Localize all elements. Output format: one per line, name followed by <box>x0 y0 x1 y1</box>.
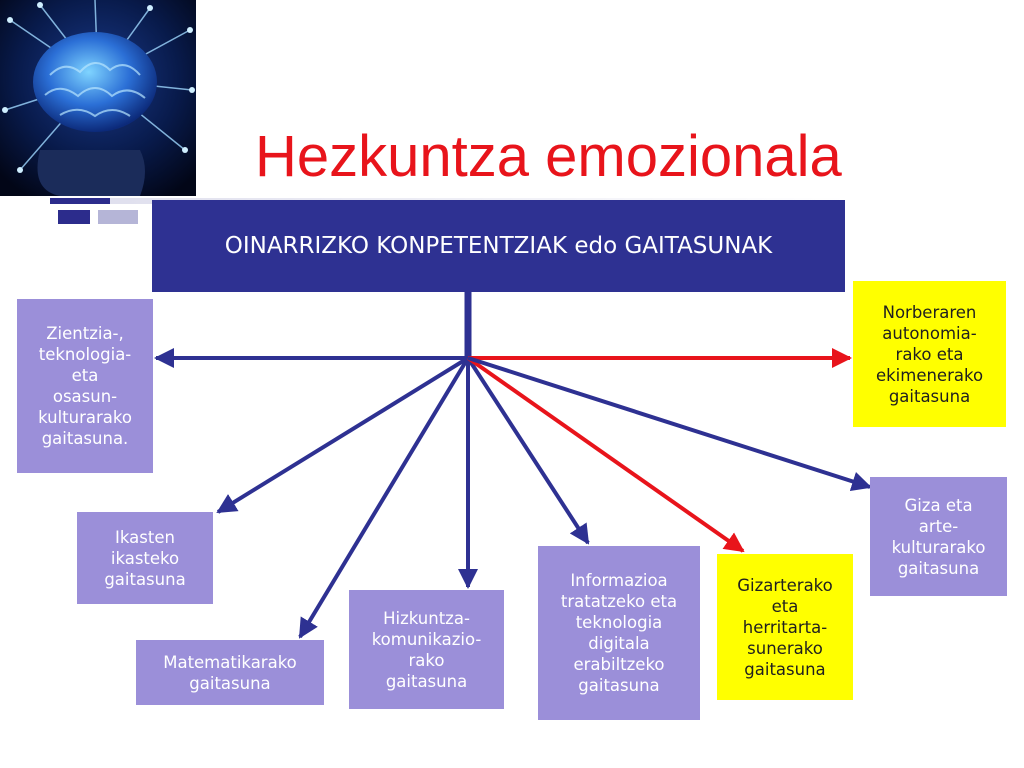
node-label: Ikasten ikasteko gaitasuna <box>104 527 186 589</box>
node-matematikarako: Matematikarako gaitasuna <box>136 640 324 705</box>
decorative-square-faded <box>98 210 138 224</box>
page-title: Hezkuntza emozionala <box>255 124 842 189</box>
link-informazioa <box>466 356 590 545</box>
link-ikasten <box>216 356 470 514</box>
node-gizarterako: Gizarterako eta herritarta- sunerako gai… <box>717 554 853 700</box>
link-matematikarako <box>298 356 470 639</box>
competencies-header: OINARRIZKO KONPETENTZIAK edo GAITASUNAK <box>152 200 845 292</box>
decorative-square <box>58 210 90 224</box>
node-hizkuntza: Hizkuntza- komunikazio- rako gaitasuna <box>349 590 504 709</box>
node-label: Gizarterako eta herritarta- sunerako gai… <box>737 575 833 679</box>
node-norberaren: Norberaren autonomia- rako eta ekimenera… <box>853 281 1006 427</box>
node-informazioa: Informazioa tratatzeko eta teknologia di… <box>538 546 700 720</box>
node-giza: Giza eta arte- kulturarako gaitasuna <box>870 477 1007 596</box>
brain-image <box>0 0 196 196</box>
node-label: Norberaren autonomia- rako eta ekimenera… <box>875 302 984 406</box>
node-zientzia: Zientzia-, teknologia- eta osasun- kultu… <box>17 299 153 473</box>
node-label: Informazioa tratatzeko eta teknologia di… <box>560 571 678 695</box>
link-giza <box>467 356 872 492</box>
node-label: Giza eta arte- kulturarako gaitasuna <box>891 495 986 578</box>
node-ikasten: Ikasten ikasteko gaitasuna <box>77 512 213 604</box>
node-label: Matematikarako gaitasuna <box>163 652 297 693</box>
link-gizarterako <box>466 356 745 553</box>
brain-icon <box>0 0 196 196</box>
node-label: Hizkuntza- komunikazio- rako gaitasuna <box>371 608 482 691</box>
node-label: Zientzia-, teknologia- eta osasun- kultu… <box>38 324 132 448</box>
